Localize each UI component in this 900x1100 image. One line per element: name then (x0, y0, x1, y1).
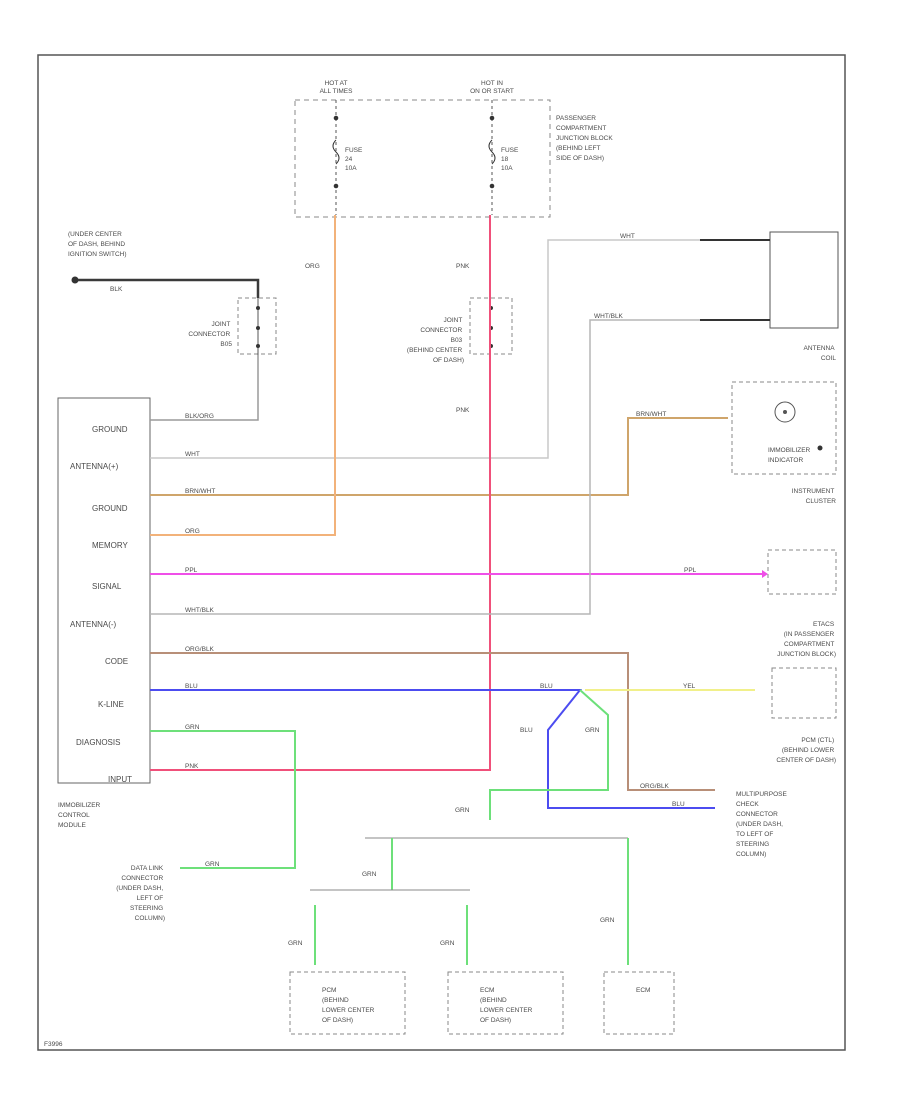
fuse-1-symbol (332, 139, 340, 165)
wire-label-orgblk-1: ORG/BLK (185, 646, 215, 653)
pin-label-input: INPUT (108, 775, 132, 784)
instrument-cluster-box (731, 381, 837, 475)
pin-label-memory: MEMORY (92, 541, 129, 550)
wire-label-grn-2: GRN (455, 807, 470, 814)
wire-label-grn-3: GRN (185, 724, 200, 731)
wire-label-grn-6: GRN (600, 917, 615, 924)
bottom-box-ecm-2-label: ECM (636, 987, 650, 994)
blk-ground-wire (78, 278, 260, 298)
wire-blu (150, 689, 715, 809)
bottom-box-ecm-2 (603, 971, 675, 1035)
wire-pnk (150, 215, 491, 771)
diagram-code: F3996 (44, 1041, 63, 1048)
pin-label-ground-2: GROUND (92, 504, 128, 513)
bottom-box-pcm-label: PCM (BEHIND LOWER CENTER OF DASH) (322, 987, 376, 1024)
wire-label-grn-1: GRN (585, 727, 600, 734)
cluster-ground-terminal (817, 445, 823, 451)
fuse-block-outline (294, 99, 551, 218)
wire-grn-dlc (150, 730, 296, 869)
pin-label-code: CODE (105, 657, 128, 666)
bottom-box-ecm-1-label: ECM (BEHIND LOWER CENTER OF DASH) (480, 987, 534, 1024)
antenna-coil-label: ANTENNA COIL (803, 345, 836, 362)
wire-label-blu-1: BLU (185, 683, 198, 690)
wire-grn-splice (489, 689, 609, 820)
wire-label-pnk-2: PNK (456, 263, 470, 270)
wire-label-blk: BLK (110, 286, 123, 293)
pin-label-k-line: K-LINE (98, 700, 124, 709)
pcm-box (771, 667, 837, 719)
wire-label-brnwht-2: BRN/WHT (636, 411, 666, 418)
wire-label-grn-7: GRN (288, 940, 303, 947)
pin-label-signal: SIGNAL (92, 582, 122, 591)
antenna-coil-box (769, 231, 839, 329)
wire-label-blkorg: BLK/ORG (185, 413, 214, 420)
indicator-label: IMMOBILIZER INDICATOR (768, 447, 812, 464)
dlc-label: DATA LINK CONNECTOR (UNDER DASH, LEFT OF… (116, 865, 165, 922)
joint-connector-1-box (237, 297, 277, 355)
etacs-box (767, 549, 837, 595)
fuse-2-terminal-top (489, 115, 495, 121)
wire-label-blu-2: BLU (540, 683, 553, 690)
wire-label-whtblk-2: WHT/BLK (594, 313, 624, 320)
module-title: IMMOBILIZER CONTROL MODULE (58, 802, 102, 829)
pin-label-ground-1: GROUND (92, 425, 128, 434)
wire-label-grn-5: GRN (362, 871, 377, 878)
wire-label-pnk-3: PNK (456, 407, 470, 414)
wire-label-brnwht-1: BRN/WHT (185, 488, 215, 495)
diagram-border (37, 54, 846, 1051)
immobilizer-module-box (57, 397, 151, 784)
wire-label-wht-2: WHT (620, 233, 635, 240)
pin-label-antenna-plus: ANTENNA(+) (70, 462, 119, 471)
joint-connector-2-label: JOINT CONNECTOR B03 (BEHIND CENTER OF DA… (407, 317, 464, 364)
joint-1-dot-3 (256, 344, 260, 348)
fuse-1-terminal-top (333, 115, 339, 121)
joint-connector-1-label: JOINT CONNECTOR B05 (188, 321, 232, 348)
wire-label-orgblk-2: ORG/BLK (640, 783, 670, 790)
wire-org (150, 215, 336, 536)
indicator-lamp-center (783, 410, 787, 414)
wire-label-wht-1: WHT (185, 451, 200, 458)
ppl-arrow (762, 570, 768, 578)
wire-label-whtblk-1: WHT/BLK (185, 607, 215, 614)
bottom-box-pcm (289, 971, 406, 1035)
check-connector-label: MULTIPURPOSE CHECK CONNECTOR (UNDER DASH… (736, 791, 789, 858)
wire-label-ppl-2: PPL (684, 567, 697, 574)
wire-label-pnk-1: PNK (185, 763, 199, 770)
joint-1-dot-1 (256, 306, 260, 310)
wire-wht-blk (150, 319, 700, 615)
module-pin-labels: GROUND ANTENNA(+) GROUND MEMORY SIGNAL A… (70, 425, 132, 784)
fuse-1-terminal-bottom (333, 183, 339, 189)
instrument-cluster-label: INSTRUMENT CLUSTER (792, 488, 837, 505)
wire-blk-org (150, 355, 259, 421)
ground-symbol (71, 276, 79, 284)
wire-label-grn-4: GRN (205, 861, 220, 868)
wire-label-yel: YEL (683, 683, 696, 690)
pcm-label: PCM (CTL) (BEHIND LOWER CENTER OF DASH) (776, 737, 836, 764)
wire-label-ppl-1: PPL (185, 567, 198, 574)
wire-wht (150, 239, 700, 459)
fuse-block-location: PASSENGER COMPARTMENT JUNCTION BLOCK (BE… (556, 115, 615, 162)
joint-1-dot-2 (256, 326, 260, 330)
indicator-lamp-icon (774, 401, 796, 423)
wire-label-blu-4: BLU (672, 801, 685, 808)
wire-brn-wht (150, 417, 728, 496)
fuse-2-terminal-bottom (489, 183, 495, 189)
wire-label-org-2: ORG (305, 263, 320, 270)
wire-label-blu-3: BLU (520, 727, 533, 734)
wire-label-org-1: ORG (185, 528, 200, 535)
bottom-box-ecm-1 (447, 971, 564, 1035)
etacs-label: ETACS (IN PASSENGER COMPARTMENT JUNCTION… (777, 621, 836, 658)
pin-label-antenna-minus: ANTENNA(-) (70, 620, 117, 629)
ground-note: (UNDER CENTER OF DASH, BEHIND IGNITION S… (68, 231, 127, 258)
wire-org-blk (150, 652, 715, 791)
pin-label-diagnosis: DIAGNOSIS (76, 738, 120, 747)
wire-label-grn-8: GRN (440, 940, 455, 947)
fuse-2-symbol (488, 139, 496, 165)
